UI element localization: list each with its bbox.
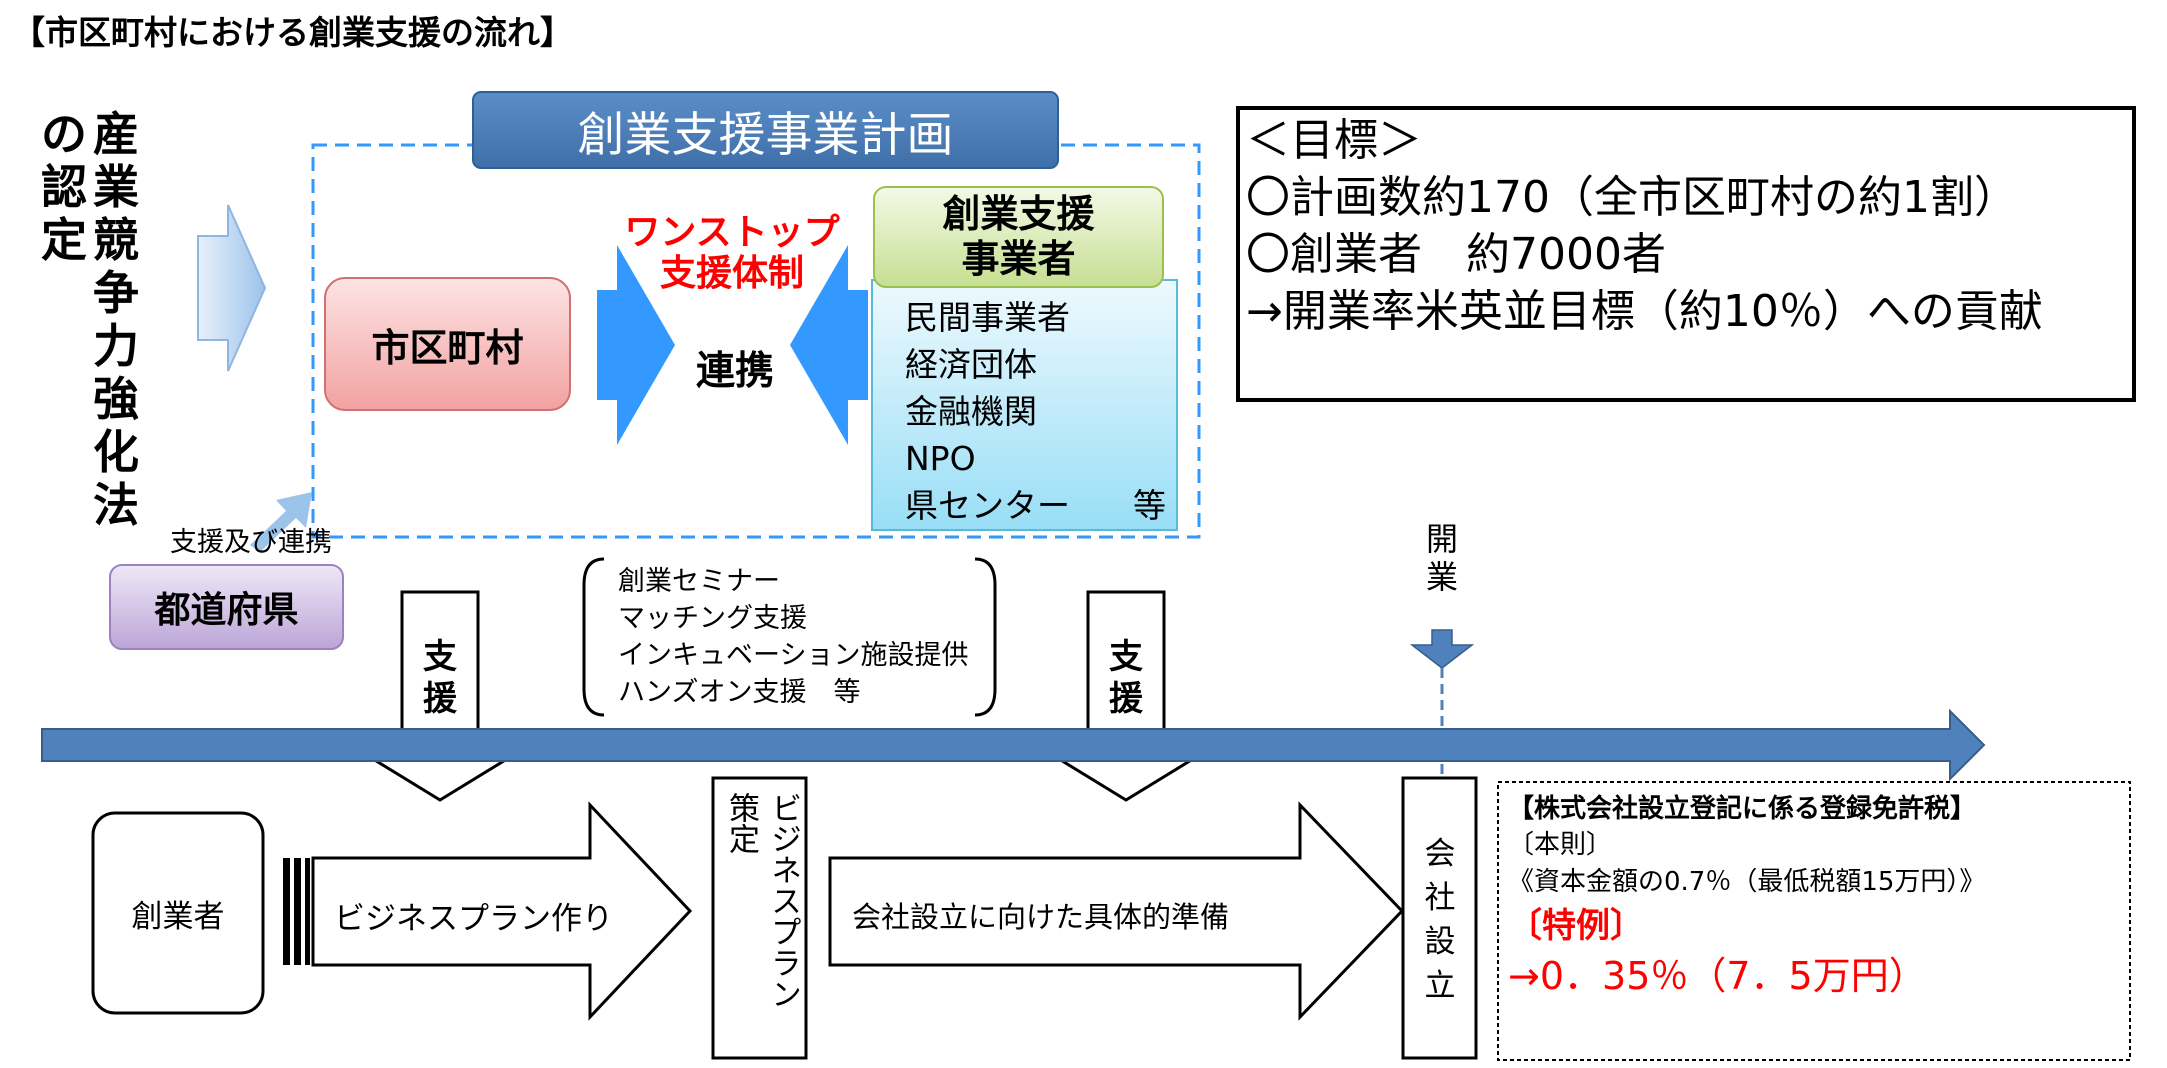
- member-item: 経済団体: [905, 345, 1037, 384]
- plan-formulation-label: ビジネスプラン策定: [723, 792, 801, 1009]
- one-stop-label: ワンストップ 支援体制: [624, 212, 840, 294]
- support-bracket-left: [582, 557, 605, 717]
- municipality-label: 市区町村: [371, 325, 524, 370]
- page-title: 【市区町村における創業支援の流れ】: [12, 13, 573, 52]
- prefecture-box: [109, 564, 344, 650]
- support-item: マッチング支援: [618, 603, 807, 634]
- member-item: 民間事業者: [905, 298, 1070, 337]
- tax-special-label: 〔特例〕: [1508, 906, 1644, 946]
- plan-header-box: [472, 91, 1059, 169]
- business-plan-label: ビジネスプラン作り: [334, 901, 613, 937]
- support-item: インキュベーション施設提供: [618, 640, 969, 671]
- tax-heading: 【株式会社設立登記に係る登録免許税】: [1508, 794, 1977, 824]
- goal-line: 〇計画数約170（全市区町村の約1割）: [1246, 172, 2018, 223]
- plan-formulation-box: [711, 776, 808, 1060]
- cooperation-label: 連携: [695, 349, 774, 394]
- business-plan-arrow: [311, 801, 693, 1021]
- right-arrow: [597, 245, 675, 445]
- tax-box: [1497, 781, 2131, 1061]
- supporter-list-box: [871, 279, 1178, 531]
- opening-label: 開業: [1425, 520, 1458, 596]
- plan-title: 創業支援事業計画: [577, 107, 954, 163]
- founder-label: 創業者: [131, 898, 225, 935]
- support-item: ハンズオン支援 等: [618, 677, 861, 708]
- supporter-title: 創業支援 事業者: [942, 192, 1095, 281]
- goal-box: [1236, 106, 2136, 402]
- law-arrow: [197, 204, 267, 372]
- tax-main-rule-label: 〔本則〕: [1508, 830, 1613, 860]
- prefecture-link-arrow: [250, 492, 312, 552]
- timeline-arrow: [41, 708, 1986, 782]
- goal-line: →開業率米英並目標（約10％）への貢献: [1246, 286, 2043, 337]
- members-suffix: 等: [1133, 486, 1166, 525]
- goal-content: ＜目標＞ 〇計画数約170（全市区町村の約1割） 〇創業者 約7000者 →開業…: [1246, 112, 2126, 404]
- member-item: 金融機関: [905, 392, 1037, 431]
- member-item: NPO: [905, 439, 976, 478]
- establishment-label: 会社設立: [1424, 836, 1456, 1004]
- supporter-title-box: [873, 186, 1164, 288]
- supporter-members: 民間事業者 経済団体 金融機関 NPO 県センター 等: [905, 294, 1170, 529]
- tax-main-rule: 《資本金額の0.7％（最低税額15万円）》: [1508, 867, 1986, 897]
- opening-marker: [1409, 629, 1475, 669]
- establishment-box: [1401, 776, 1478, 1060]
- founder-box: [91, 811, 265, 1015]
- law-certification-column: の認定: [36, 108, 92, 267]
- prefecture-caption: 支援及び連携: [170, 527, 332, 558]
- support-item: 創業セミナー: [618, 566, 780, 597]
- member-item: 県センター 等: [905, 482, 1170, 529]
- municipality-box: [324, 277, 571, 411]
- tax-content: 【株式会社設立登記に係る登録免許税】 〔本則〕 《資本金額の0.7％（最低税額1…: [1508, 790, 2123, 1002]
- preparation-arrow: [828, 801, 1405, 1021]
- law-certification: の認定: [41, 107, 87, 267]
- law-name-column: 産業競争力強化法: [88, 108, 144, 532]
- support-bracket-right: [974, 557, 997, 717]
- goal-heading: ＜目標＞: [1246, 115, 1422, 166]
- support-label-left: 支援: [423, 637, 457, 719]
- preparation-label: 会社設立に向けた具体的準備: [852, 900, 1230, 934]
- law-name: 産業競争力強化法: [93, 107, 139, 532]
- support-label-right: 支援: [1109, 637, 1143, 719]
- left-arrow: [790, 245, 868, 445]
- goal-line: 〇創業者 約7000者: [1246, 229, 1666, 280]
- prefecture-label: 都道府県: [154, 590, 299, 631]
- support-items: 創業セミナー マッチング支援 インキュベーション施設提供 ハンズオン支援 等: [618, 563, 988, 711]
- tax-special-value: →0．35％（7．5万円）: [1508, 954, 1927, 998]
